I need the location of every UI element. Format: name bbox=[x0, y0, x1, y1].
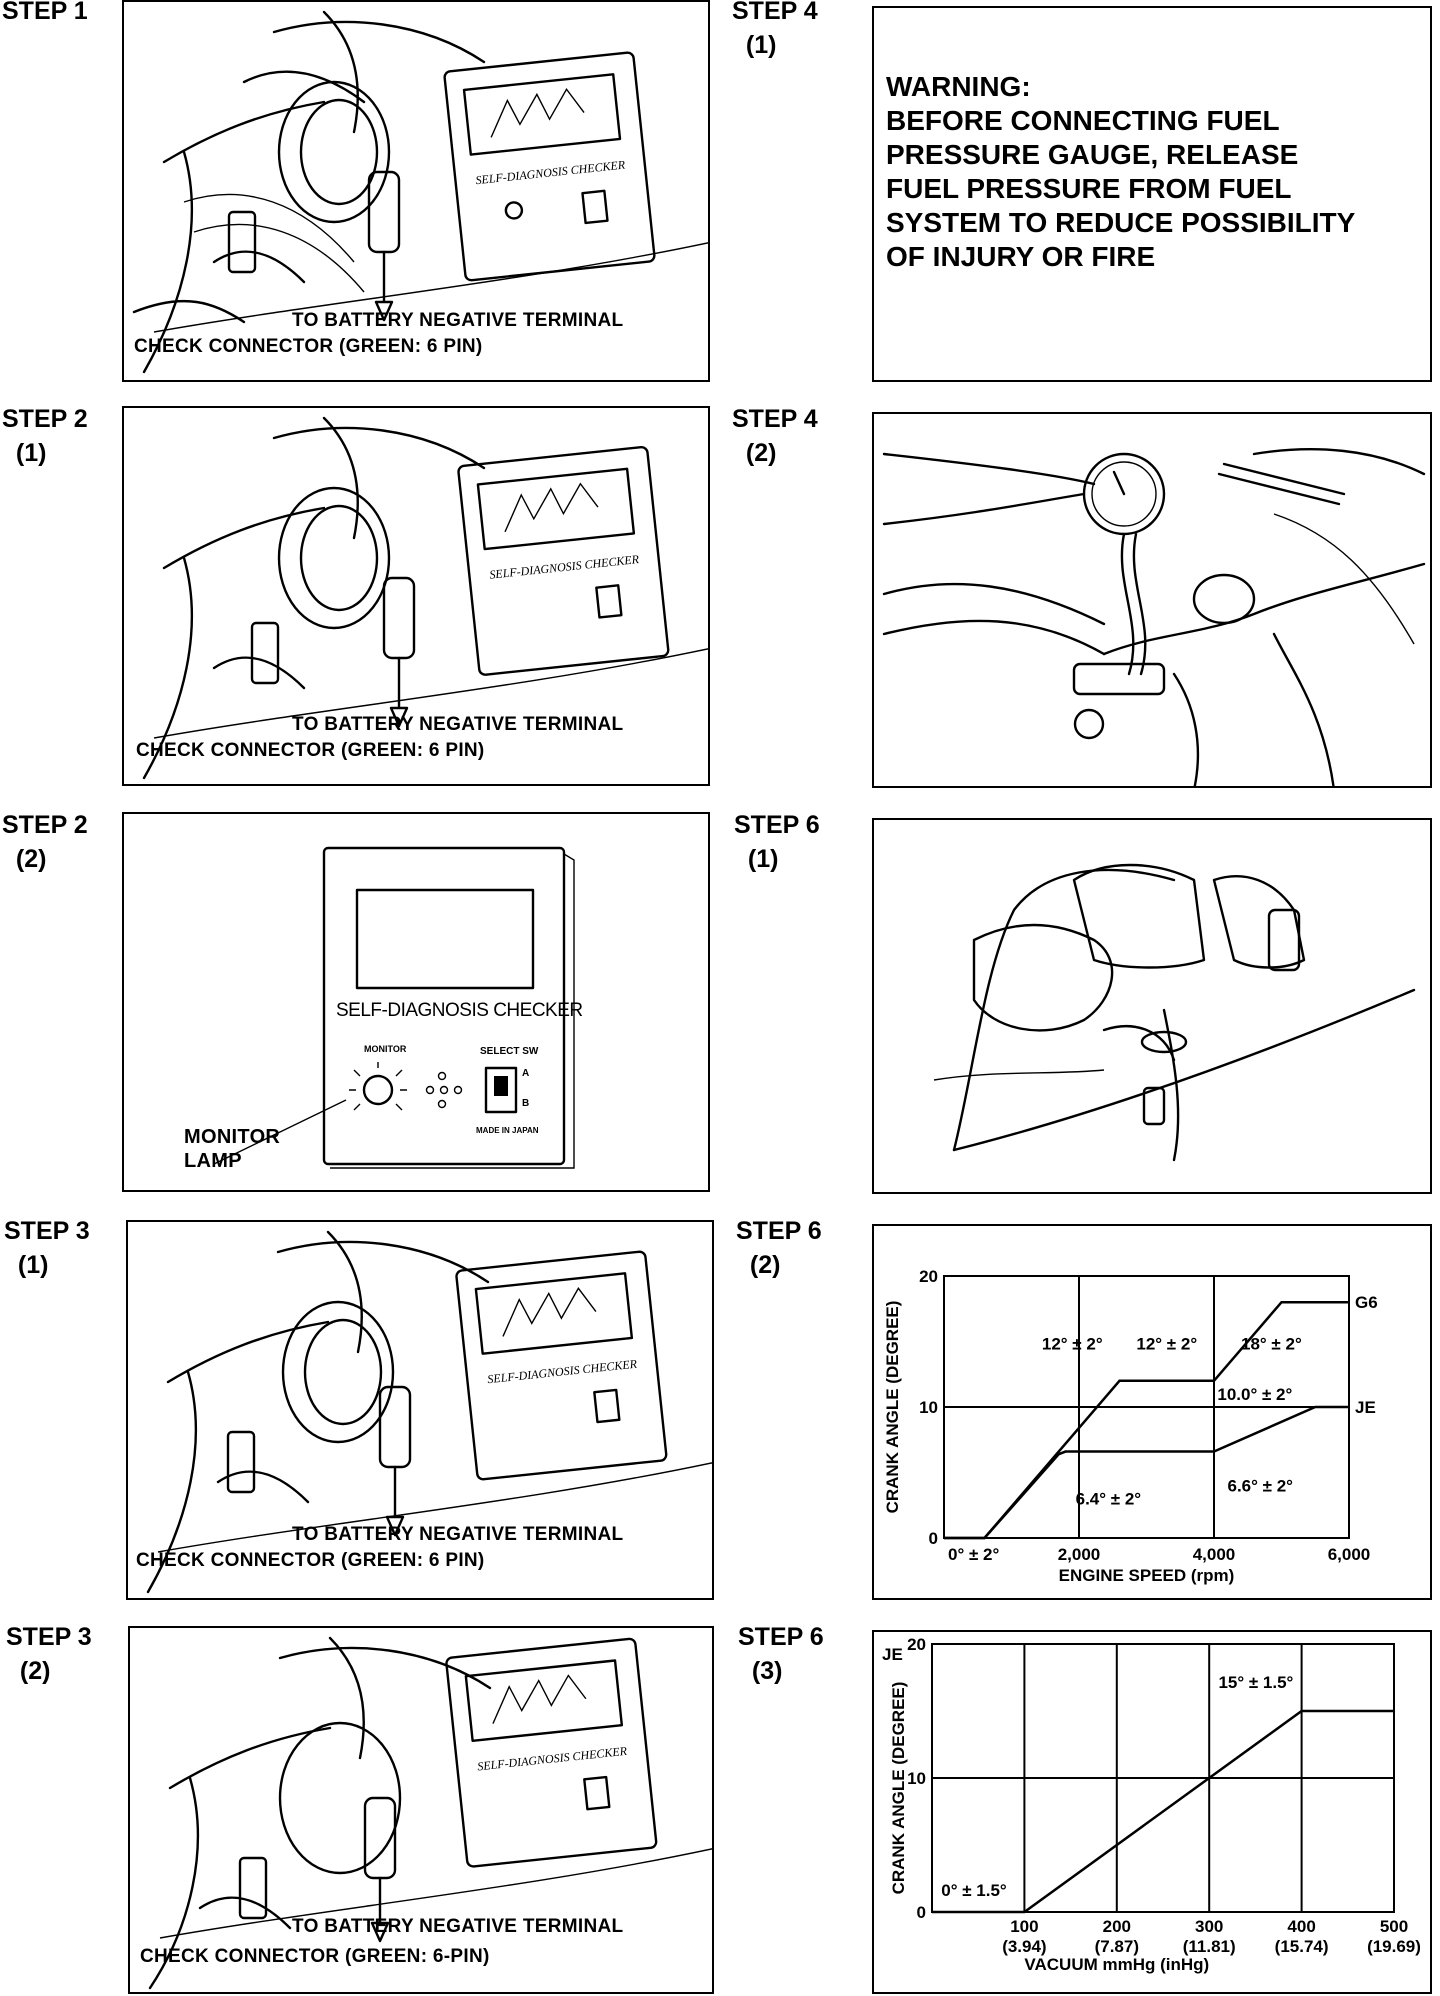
x-tick-label: 4,000 bbox=[1193, 1545, 1236, 1564]
x-tick-sublabel: (11.81) bbox=[1183, 1937, 1236, 1956]
chart-annotation: 6.4° ± 2° bbox=[1076, 1490, 1142, 1509]
chart-annotation: 0° ± 2° bbox=[948, 1545, 999, 1564]
x-tick-label: 100 bbox=[1010, 1917, 1038, 1936]
step-label-6-1: STEP 6 (1) bbox=[734, 811, 820, 873]
self-diagnosis-checker-drawing bbox=[213, 846, 575, 1169]
checker-select-sw-label: SELECT SW bbox=[480, 1046, 539, 1057]
chart-annotation: 6.6° ± 2° bbox=[1228, 1477, 1294, 1496]
checker-title-small: SELF-DIAGNOSIS CHECKER bbox=[477, 1744, 629, 1774]
series-label-g6: G6 bbox=[1355, 1293, 1378, 1312]
fuel-pressure-gauge-drawing bbox=[882, 448, 1426, 786]
chart-annotation: 12° ± 2° bbox=[1136, 1335, 1197, 1354]
step-label-6-3: STEP 6 (3) bbox=[738, 1623, 824, 1685]
series-label-je: JE bbox=[1355, 1398, 1376, 1417]
engine-bay-checker-drawing: SELF-DIAGNOSIS CHECKER bbox=[148, 1636, 712, 1990]
check-connector-caption: CHECK CONNECTOR (GREEN: 6-PIN) bbox=[140, 1946, 490, 1967]
chart-annotation: 15° ± 1.5° bbox=[1218, 1673, 1293, 1692]
checker-title-small: SELF-DIAGNOSIS CHECKER bbox=[475, 158, 627, 188]
warning-line: PRESSURE GAUGE, RELEASE bbox=[886, 139, 1299, 170]
y-tick-label: 20 bbox=[919, 1267, 938, 1286]
x-tick-label: 300 bbox=[1195, 1917, 1223, 1936]
warning-panel: WARNING: BEFORE CONNECTING FUEL PRESSURE… bbox=[872, 6, 1432, 382]
checker-b-label: B bbox=[522, 1098, 530, 1109]
check-connector-caption: CHECK CONNECTOR (GREEN: 6 PIN) bbox=[136, 740, 485, 761]
series-line-je bbox=[932, 1709, 1394, 1914]
warning-line: BEFORE CONNECTING FUEL bbox=[886, 105, 1280, 136]
x-tick-label: 500 bbox=[1380, 1917, 1408, 1936]
checker-display bbox=[355, 888, 535, 990]
warning-line: SYSTEM TO REDUCE POSSIBILITY bbox=[886, 207, 1356, 238]
monitor-lamp-caption-2: LAMP bbox=[184, 1150, 242, 1172]
chart-annotation: 18° ± 2° bbox=[1241, 1335, 1302, 1354]
series-line-je bbox=[944, 1405, 1349, 1540]
checker-a-label: A bbox=[522, 1068, 530, 1079]
warning-line: FUEL PRESSURE FROM FUEL bbox=[886, 173, 1292, 204]
step-label-2-2: STEP 2 (2) bbox=[2, 811, 88, 873]
y-tick-label: 0 bbox=[917, 1903, 926, 1922]
monitor-lamp-caption-1: MONITOR bbox=[184, 1126, 281, 1148]
step4-2-illustration bbox=[872, 412, 1432, 788]
battery-terminal-caption: TO BATTERY NEGATIVE TERMINAL bbox=[292, 1916, 624, 1937]
warning-text: WARNING: BEFORE CONNECTING FUEL PRESSURE… bbox=[886, 70, 1355, 274]
y-axis-label: CRANK ANGLE (DEGREE) bbox=[883, 1301, 902, 1514]
step3-1-illustration: SELF-DIAGNOSIS CHECKER TO BATTERY NEGATI… bbox=[126, 1220, 714, 1600]
engine-bay-checker-drawing: SELF-DIAGNOSIS CHECKER bbox=[132, 10, 708, 374]
x-axis-label: ENGINE SPEED (rpm) bbox=[1059, 1566, 1235, 1585]
chart-annotation: 12° ± 2° bbox=[1042, 1335, 1103, 1354]
step6-1-illustration bbox=[872, 818, 1432, 1194]
checker-title: SELF-DIAGNOSIS CHECKER bbox=[336, 1000, 583, 1021]
y-tick-label: 10 bbox=[919, 1398, 938, 1417]
x-tick-sublabel: (7.87) bbox=[1095, 1937, 1139, 1956]
x-tick-label: 6,000 bbox=[1328, 1545, 1371, 1564]
y-tick-label: 0 bbox=[929, 1529, 938, 1548]
step-label-4-1: STEP 4 (1) bbox=[732, 0, 818, 59]
engine-drawing bbox=[933, 863, 1416, 1162]
x-tick-label: 2,000 bbox=[1058, 1545, 1101, 1564]
y-tick-label: 20 bbox=[907, 1635, 926, 1654]
battery-terminal-caption: TO BATTERY NEGATIVE TERMINAL bbox=[292, 310, 624, 331]
step-label-3-1: STEP 3 (1) bbox=[4, 1217, 90, 1279]
check-connector-caption: CHECK CONNECTOR (GREEN: 6 PIN) bbox=[136, 1550, 485, 1571]
warning-line: OF INJURY OR FIRE bbox=[886, 241, 1156, 272]
checker-title-small: SELF-DIAGNOSIS CHECKER bbox=[489, 552, 641, 582]
select-switch bbox=[484, 1066, 518, 1114]
x-tick-sublabel: (3.94) bbox=[1002, 1937, 1046, 1956]
monitor-lamp-icon bbox=[362, 1074, 394, 1106]
y-tick-label: 10 bbox=[907, 1769, 926, 1788]
battery-terminal-caption: TO BATTERY NEGATIVE TERMINAL bbox=[292, 714, 624, 735]
step-label-4-2: STEP 4 (2) bbox=[732, 405, 818, 467]
checker-made-in-label: MADE IN JAPAN bbox=[476, 1126, 539, 1135]
series-label-je: JE bbox=[882, 1645, 903, 1664]
check-connector-caption: CHECK CONNECTOR (GREEN: 6 PIN) bbox=[134, 336, 483, 357]
warning-line: WARNING: bbox=[886, 71, 1031, 102]
step2-2-illustration: SELF-DIAGNOSIS CHECKER MONITOR SELECT SW… bbox=[122, 812, 710, 1192]
step3-2-illustration: SELF-DIAGNOSIS CHECKER TO BATTERY NEGATI… bbox=[128, 1626, 714, 1994]
x-axis-label: VACUUM mmHg (inHg) bbox=[1024, 1955, 1209, 1974]
engine-bay-checker-drawing: SELF-DIAGNOSIS CHECKER bbox=[142, 416, 708, 780]
x-tick-label: 200 bbox=[1103, 1917, 1131, 1936]
y-axis-label: CRANK ANGLE (DEGREE) bbox=[889, 1682, 908, 1895]
x-tick-label: 400 bbox=[1287, 1917, 1315, 1936]
ignition-advance-vs-vacuum-chart: 0 10 20 100 200 300 400 500 (3.94) (7.87) (11.81) (… bbox=[882, 1635, 1421, 1974]
chart-annotation: 0° ± 1.5° bbox=[941, 1881, 1007, 1900]
chart-annotation: 10.0° ± 2° bbox=[1217, 1385, 1292, 1404]
checker-monitor-label: MONITOR bbox=[364, 1044, 407, 1054]
step-label-3-2: STEP 3 (2) bbox=[6, 1623, 92, 1685]
step2-1-illustration: SELF-DIAGNOSIS CHECKER TO BATTERY NEGATI… bbox=[122, 406, 710, 786]
x-tick-sublabel: (15.74) bbox=[1275, 1937, 1329, 1956]
step-label-2-1: STEP 2 (1) bbox=[2, 405, 88, 467]
step6-3-chart-panel: 0 10 20 100 200 300 400 500 (3.94) (7.87) (11.81) (… bbox=[872, 1630, 1432, 1994]
step-label-6-2: STEP 6 (2) bbox=[736, 1217, 822, 1279]
step1-illustration: SELF-DIAGNOSIS CHECKER TO BATTERY NEGATI… bbox=[122, 0, 710, 382]
engine-bay-checker-drawing: SELF-DIAGNOSIS CHECKER bbox=[146, 1230, 712, 1594]
step-label-1: STEP 1 bbox=[2, 0, 88, 25]
x-tick-sublabel: (19.69) bbox=[1367, 1937, 1421, 1956]
checker-title-small: SELF-DIAGNOSIS CHECKER bbox=[487, 1357, 639, 1387]
battery-terminal-caption: TO BATTERY NEGATIVE TERMINAL bbox=[292, 1524, 624, 1545]
